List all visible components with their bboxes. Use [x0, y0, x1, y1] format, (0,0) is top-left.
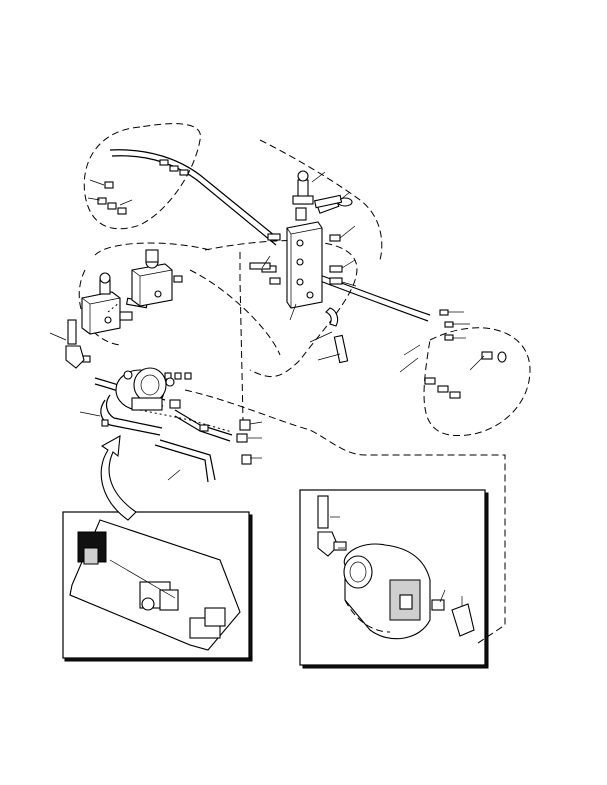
inset-panel-right: [299, 489, 489, 669]
dashed-loops: [78, 123, 531, 646]
pump: [115, 367, 175, 411]
inset-panel-left: [62, 511, 253, 662]
leader-lines: [49, 171, 485, 606]
pointer-arrow: [100, 435, 137, 521]
tubing: [94, 149, 431, 483]
fittings: [79, 159, 507, 465]
manifold-block: [286, 170, 323, 309]
valve-blocks: [81, 249, 173, 335]
trace-lines: [107, 301, 233, 433]
left-elbow: [65, 319, 85, 369]
